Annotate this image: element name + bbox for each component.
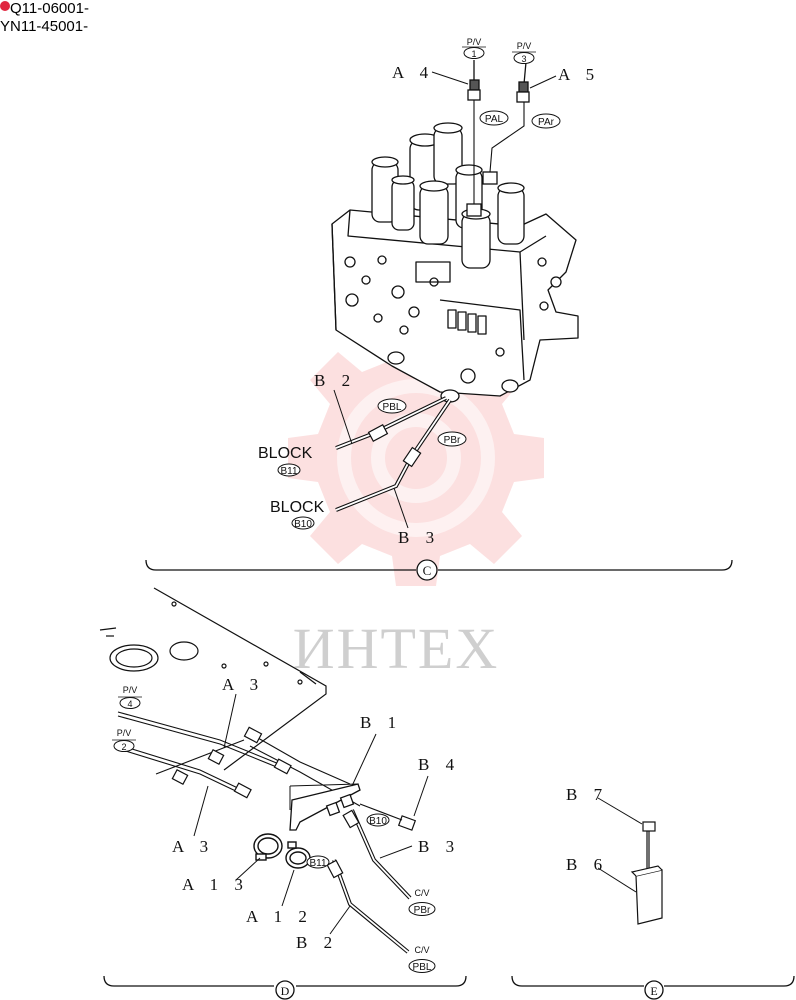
pv2-top-label: P/V (117, 728, 132, 738)
oval-pal: PAL (485, 114, 504, 125)
pv4-top-label: P/V (123, 685, 138, 695)
callout-b3-c: B 3 (398, 528, 440, 547)
callout-a5: A 5 (558, 65, 600, 84)
clamp-a12 (285, 841, 311, 869)
upper-frame-plate (99, 587, 327, 771)
callout-a12: A 1 2 (246, 907, 313, 926)
callout-a3-top: A 3 (222, 675, 264, 694)
bolt-b4 (359, 803, 417, 831)
section-marker-c: C (423, 563, 432, 578)
part-b6-bracket (630, 865, 663, 925)
callout-b2-d: B 2 (296, 933, 338, 952)
callout-b2-c: B 2 (314, 371, 356, 390)
hose-b2-d (326, 859, 410, 954)
oval-pbr-c: PBr (444, 435, 461, 446)
block-label-b10: BLOCK (270, 499, 325, 516)
clamp-a13 (253, 833, 283, 861)
serial-range-1: Q11-06001- (0, 0, 89, 18)
oval-b11-d: B11 (309, 858, 326, 869)
hose-b3-d (342, 809, 412, 900)
bracket-b1 (289, 783, 361, 831)
oval-par: PAr (538, 117, 555, 128)
cv-b2-top: C/V (414, 945, 429, 955)
port-pal-fitting (466, 60, 482, 217)
block-label-b11: BLOCK (258, 445, 313, 462)
callout-a13: A 1 3 (182, 875, 249, 894)
serial-range-2: YN11-45001- (0, 18, 89, 35)
oval-b10-d: B10 (369, 816, 387, 827)
callout-a4: A 4 (392, 63, 434, 82)
serial-marker-icon (0, 1, 10, 11)
oval-pbl-c: PBL (383, 402, 402, 413)
port-par-fitting (482, 61, 530, 185)
hose-b2 (335, 396, 447, 450)
pv1-top-label: P/V (467, 37, 482, 47)
pilot-fittings-d (171, 726, 292, 799)
pv3-number: 3 (521, 54, 526, 64)
cv-b3-top: C/V (414, 888, 429, 898)
pv3-top-label: P/V (517, 41, 532, 51)
section-e-brace (511, 975, 795, 987)
hose-b3 (335, 398, 452, 512)
section-marker-d: D (281, 984, 290, 998)
control-valve-body (331, 122, 579, 403)
callout-b7: B 7 (566, 785, 608, 804)
oval-b11-c: B11 (280, 466, 297, 477)
pv2-number: 2 (121, 742, 126, 752)
pv1-number: 1 (471, 49, 476, 59)
section-marker-e: E (650, 984, 657, 998)
callout-a3-bottom: A 3 (172, 837, 214, 856)
callout-b6: B 6 (566, 855, 608, 874)
callout-b4: B 4 (418, 755, 460, 774)
section-c-brace (145, 559, 733, 571)
watermark-text: ИНТЕХ (293, 616, 500, 681)
part-b7-bolt (642, 821, 656, 872)
cv-b3-oval: PBr (414, 905, 431, 916)
callout-b1: B 1 (360, 713, 402, 732)
pv4-number: 4 (127, 699, 132, 709)
cv-b2-oval: PBL (413, 962, 432, 973)
section-d-brace (103, 975, 467, 987)
oval-b10-c: B10 (294, 519, 312, 530)
callout-b3-d: B 3 (418, 837, 460, 856)
